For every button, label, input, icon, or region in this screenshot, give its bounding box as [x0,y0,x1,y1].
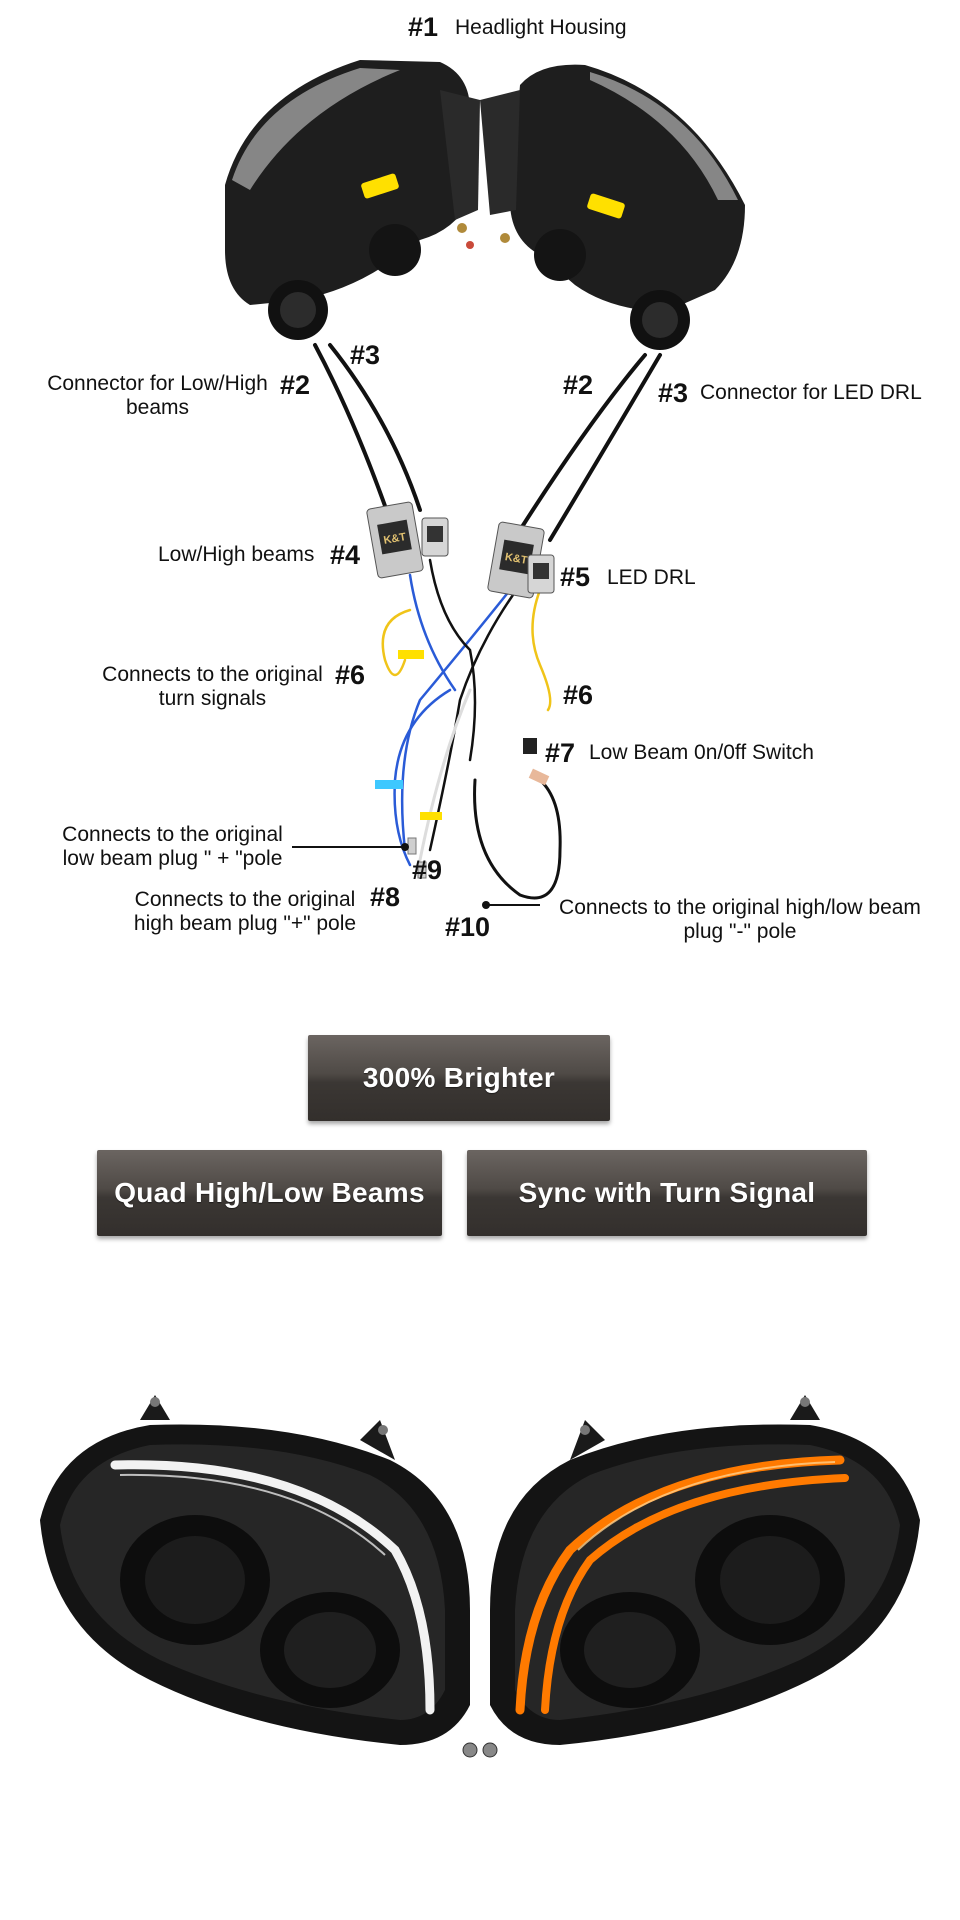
module-brand-left: K&T [383,531,408,547]
headlight-product-illustration [40,1395,920,1758]
right-drl-amber-strip-1 [515,1455,845,1715]
connector-drl-label: Connector for LED DRL [700,381,922,404]
badge-quad-beams: Quad High/Low Beams [97,1150,442,1236]
right-headlight-housing [480,64,745,350]
left-headlight-housing [225,60,480,340]
right-drl-amber-strip-2 [541,1474,849,1714]
number-10: #10 [445,912,491,942]
number-4: #4 [330,540,361,570]
left-headlight-unit [40,1395,470,1745]
number-6-left: #6 [335,660,366,690]
wiring-harness [313,343,662,900]
yellow-wire-tag-2 [420,812,442,820]
badge-300-brighter: 300% Brighter [308,1035,610,1121]
left-drl-white-strip [110,1460,435,1715]
wiring-diagram-illustration: K&T K&T [225,60,745,909]
blue-wire-tag [375,780,403,789]
number-8: #8 [370,882,401,912]
minus-pole-label: Connects to the original high/low beam p… [559,896,921,943]
yellow-wire-tag [398,650,424,659]
connector-low-high-label: Connector for Low/High beams [47,372,268,419]
badge-sync-turn-signal: Sync with Turn Signal [467,1150,867,1236]
high-beam-plus-label: Connects to the original high beam plug … [133,888,357,935]
number-3-right: #3 [658,378,689,408]
number-3-left: #3 [350,340,381,370]
number-1: #1 [408,12,439,42]
low-high-beam-module: K&T [366,501,449,579]
led-drl-module: K&T [487,521,555,599]
headlight-housing-label: Headlight Housing [455,16,627,39]
low-beam-switch-connector [523,738,537,754]
low-high-beams-label: Low/High beams [158,543,315,566]
low-beam-switch-label: Low Beam 0n/0ff Switch [589,741,814,764]
led-drl-label: LED DRL [607,566,696,589]
number-9: #9 [412,855,443,885]
number-7: #7 [545,738,576,768]
number-6-right: #6 [563,680,594,710]
number-5: #5 [560,562,591,592]
number-2-left: #2 [280,370,311,400]
number-2-right: #2 [563,370,594,400]
turn-signals-label: Connects to the original turn signals [102,663,323,710]
module-brand-right: K&T [504,551,529,567]
right-headlight-unit [490,1395,920,1745]
low-beam-plus-label: Connects to the original low beam plug "… [62,823,283,870]
